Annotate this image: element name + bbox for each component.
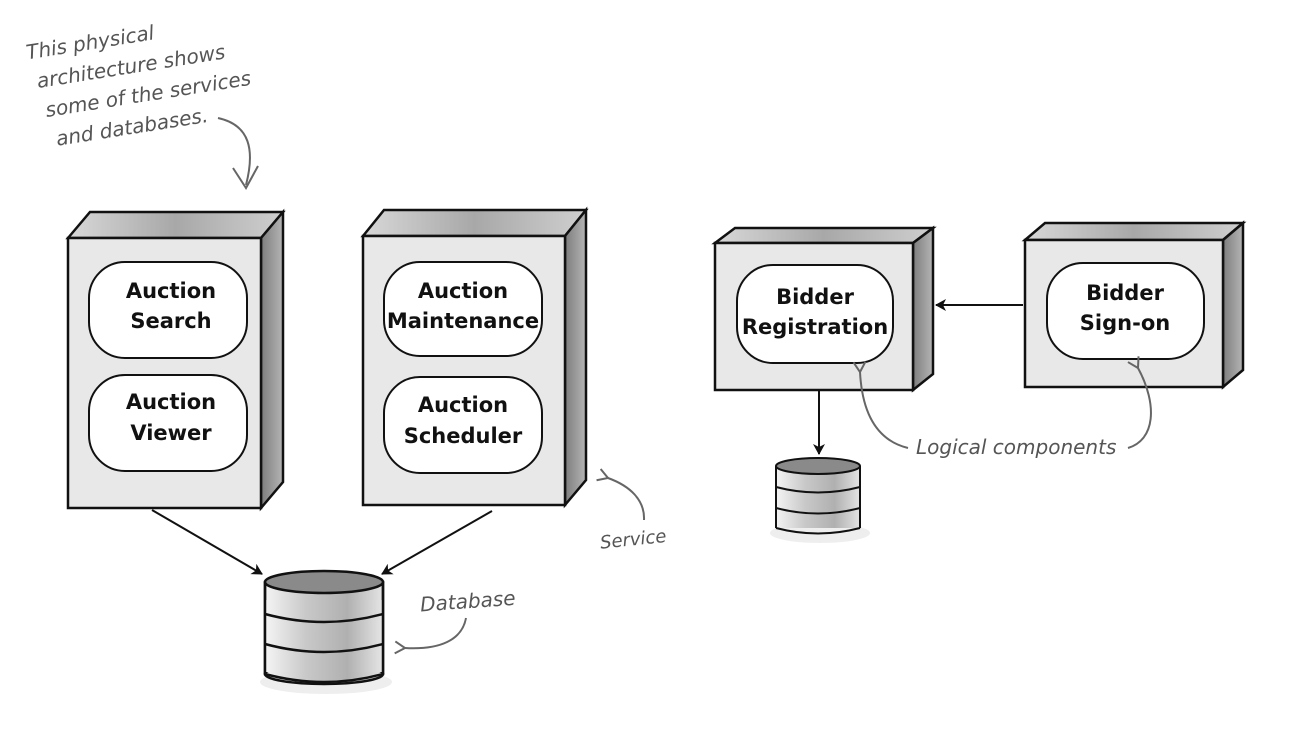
component-auction-search [88,261,248,359]
intro-note-arrow [217,117,251,186]
component-auction-search-line-2: Search [130,309,211,333]
component-auction-maintenance [383,261,543,357]
service-box-auction-search-viewer: Auction Search Auction Viewer [65,208,286,512]
service-annotation-label: Service [599,526,667,554]
intro-note: This physical architecture shows some of… [24,20,252,150]
component-auction-scheduler [383,376,543,474]
logical-components-annotation-label: Logical components [916,435,1116,459]
service-box-bidder-sign-on: Bidder Sign-on [1021,220,1247,390]
service-box-bidder-registration: Bidder Registration [711,225,937,393]
component-bidder-sign-on [1046,262,1205,360]
component-auction-viewer [88,374,248,472]
logical-components-arrow-left [852,361,909,449]
service-box-auction-maintenance-scheduler: Auction Maintenance Auction Scheduler [360,206,589,509]
service-annotation-arrow [596,468,646,521]
component-auction-maintenance-line-2: Maintenance [387,309,539,333]
component-bidder-registration [736,264,894,364]
component-auction-viewer-line-2: Viewer [130,421,212,445]
component-auction-search-line-1: Auction [126,279,216,303]
component-auction-scheduler-line-2: Scheduler [404,424,523,448]
component-bidder-registration-line-2: Registration [742,315,888,339]
component-auction-viewer-line-1: Auction [126,390,216,414]
logical-components-arrow-right [1127,356,1152,449]
database-annotation: Database [419,586,516,617]
component-auction-scheduler-line-1: Auction [418,393,508,417]
component-bidder-sign-on-line-1: Bidder [1086,281,1165,305]
service-annotation: Service [599,526,667,554]
database-annotation-arrow [394,617,467,655]
arrow-service2-to-database [381,510,493,575]
component-bidder-registration-line-1: Bidder [776,285,855,309]
component-auction-maintenance-line-1: Auction [418,279,508,303]
database-annotation-label: Database [419,586,516,617]
database-icon-bidder [770,457,870,543]
database-icon-main [260,569,392,694]
component-bidder-sign-on-line-2: Sign-on [1080,311,1170,335]
arrow-service1-to-database [151,509,263,575]
intro-note-arrowhead [232,165,259,190]
